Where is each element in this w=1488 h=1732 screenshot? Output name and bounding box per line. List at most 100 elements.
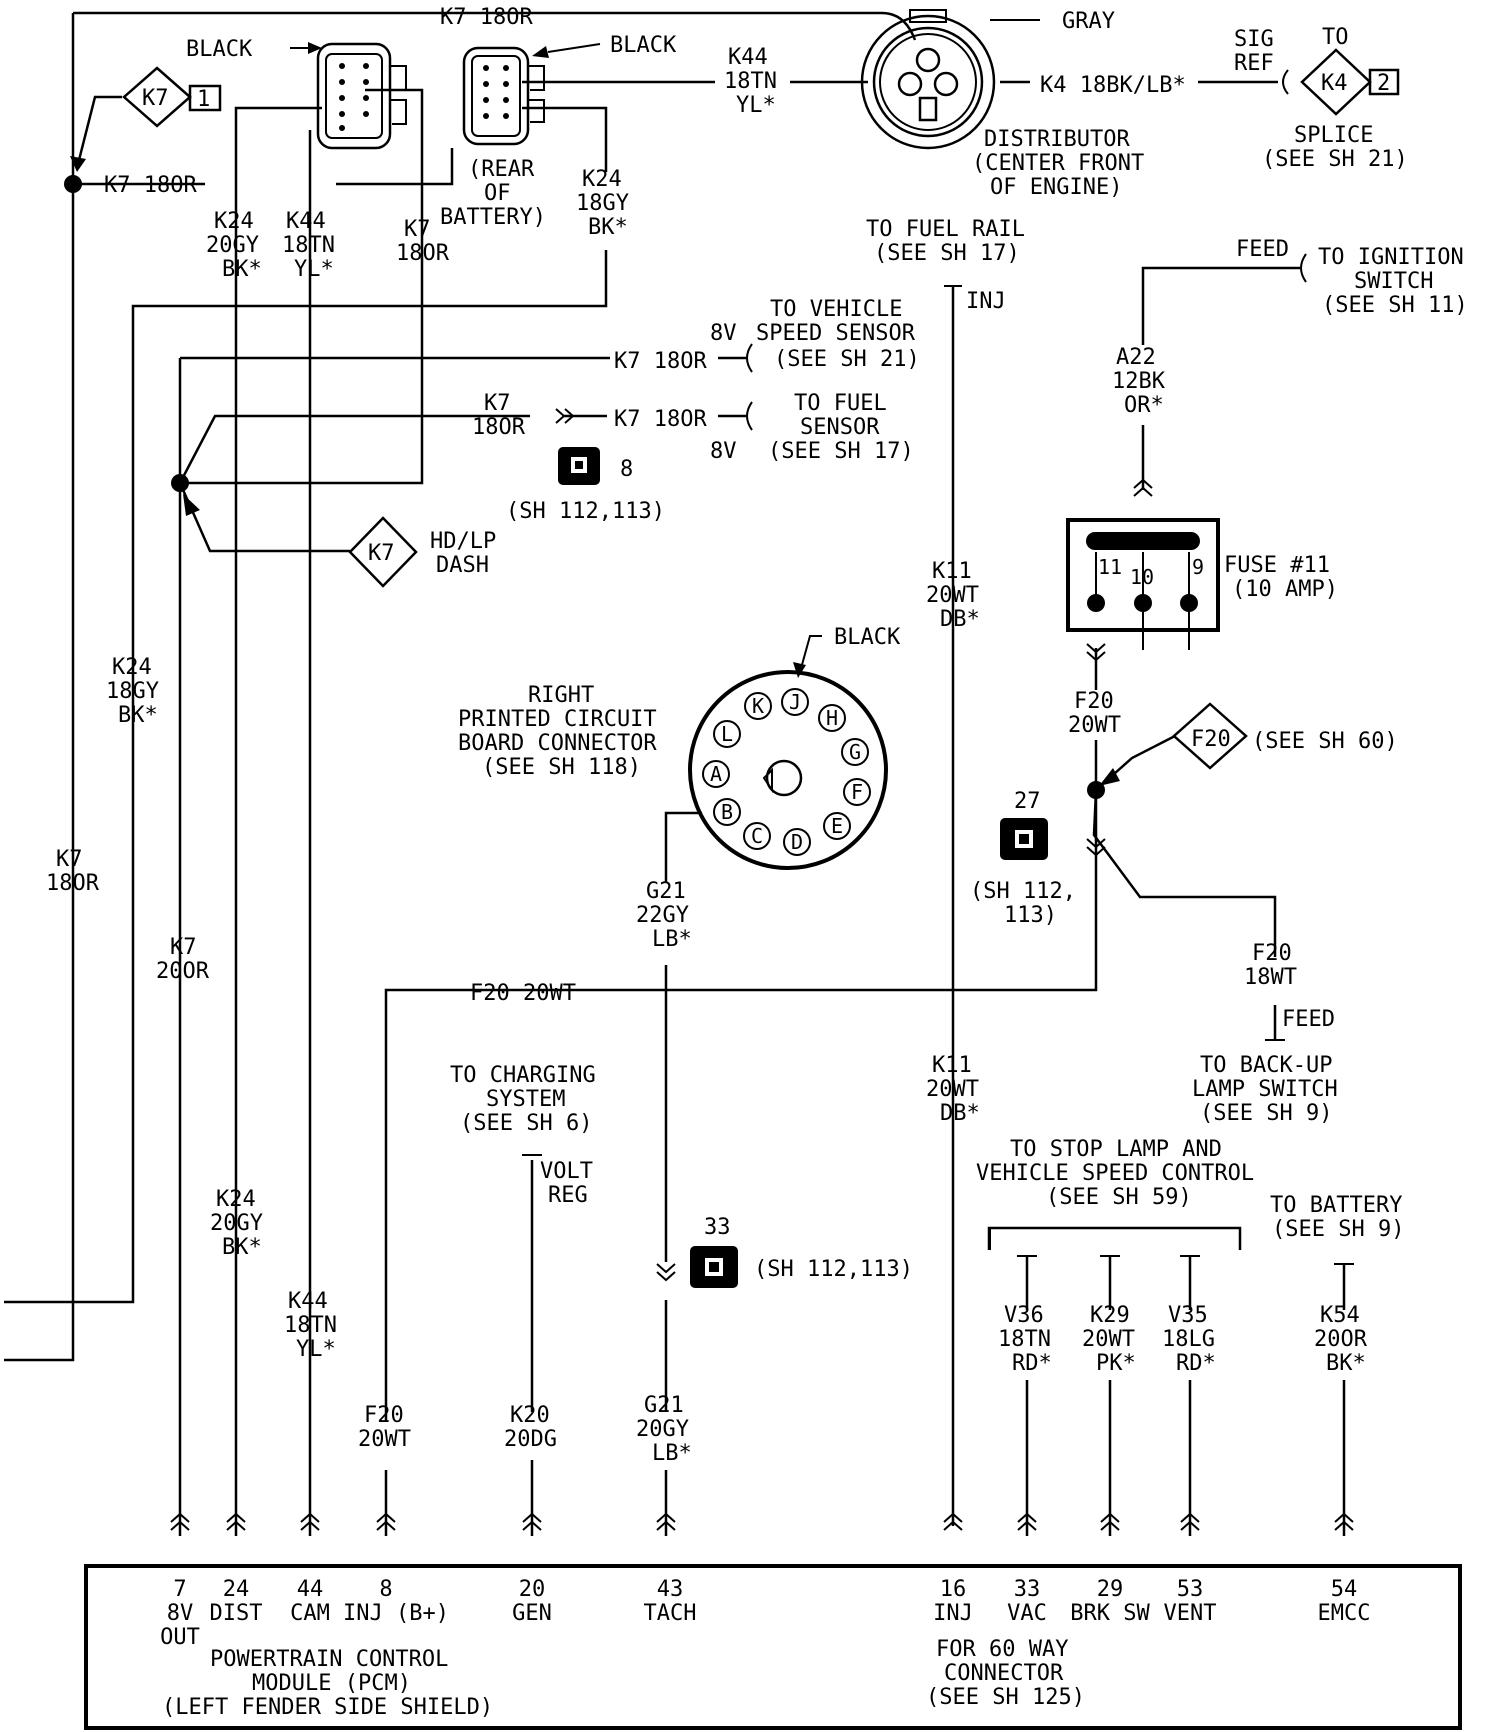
- charging-2: SYSTEM: [486, 1087, 565, 1112]
- charging-3: (SEE SH 6): [460, 1111, 592, 1136]
- pcm-pin-number: 43: [657, 1577, 684, 1602]
- pcb-pin-circle: [781, 688, 809, 716]
- fuse-pin-11: 11: [1098, 555, 1122, 579]
- inj-label: INJ: [966, 289, 1006, 314]
- k29-3: PK*: [1096, 1351, 1136, 1376]
- fuse-label-1: FUSE #11: [1224, 553, 1330, 578]
- pcm-pin-label: VAC: [1007, 1601, 1047, 1626]
- feed-b: FEED: [1282, 1007, 1335, 1032]
- k44-a-1: K44: [286, 209, 326, 234]
- hdlp-letter: K7: [368, 541, 395, 566]
- pcb-pin-letter: H: [826, 706, 838, 730]
- k11-a-2: 20WT: [926, 583, 979, 608]
- v35-3: RD*: [1176, 1351, 1216, 1376]
- hdlp-diamond: [348, 516, 418, 588]
- k11-a-3: DB*: [940, 607, 980, 632]
- v36-1: V36: [1004, 1303, 1044, 1328]
- distributor-color: GRAY: [1062, 9, 1115, 34]
- pcm-name-3: (LEFT FENDER SIDE SHIELD): [162, 1695, 493, 1720]
- fuse-pin-9: 9: [1192, 555, 1204, 579]
- to-battery-2: (SEE SH 9): [1272, 1217, 1404, 1242]
- pcb-pin-circle: [823, 812, 851, 840]
- backup-1: TO BACK-UP: [1200, 1053, 1332, 1078]
- conn33-ref: (SH 112,113): [754, 1257, 913, 1282]
- pcm-name-1: POWERTRAIN CONTROL: [210, 1647, 448, 1672]
- k4-letter: K4: [1321, 71, 1348, 96]
- connector-8-symbol: [558, 447, 600, 485]
- vss-text-2: SPEED SENSOR: [756, 321, 916, 346]
- k24-c-2: 18GY: [106, 679, 159, 704]
- pcb-pin-letter: A: [710, 762, 722, 786]
- k24-b-1: K24: [582, 167, 622, 192]
- pcm-pin-number: 16: [940, 1577, 967, 1602]
- k44-top-3: YL*: [736, 93, 776, 118]
- v35-1: V35: [1168, 1303, 1208, 1328]
- pcb-pin-letter: J: [789, 690, 801, 714]
- k44-a-2: 18TN: [282, 233, 335, 258]
- vss-wire: K7 18OR: [614, 349, 707, 374]
- distributor-connector: [860, 9, 996, 150]
- pcm-box: [84, 1564, 1462, 1730]
- conn33-num: 33: [704, 1215, 731, 1240]
- rear-battery-2: OF: [484, 181, 511, 206]
- stop-lamp-1: TO STOP LAMP AND: [1010, 1137, 1222, 1162]
- k24-a-3: BK*: [222, 257, 262, 282]
- pcb-pin-circle: [843, 778, 871, 806]
- pcb-pin-circle: [713, 798, 741, 826]
- a22-3: OR*: [1124, 393, 1164, 418]
- pcm-pin-label: CAM: [290, 1601, 330, 1626]
- fuel-volt: 8V: [710, 439, 737, 464]
- rear-battery-1: (REAR: [468, 157, 535, 182]
- fuse-11: [1066, 518, 1220, 650]
- v36-2: 18TN: [998, 1327, 1051, 1352]
- pcb-pin-letter: E: [831, 814, 843, 838]
- pcb-pin-letter: F: [851, 780, 863, 804]
- stop-lamp-2: VEHICLE SPEED CONTROL: [976, 1161, 1254, 1186]
- wires: [4, 11, 1346, 1536]
- feed-top: FEED: [1236, 237, 1289, 262]
- arrows: [70, 19, 1120, 786]
- pcm-pin-number: 8: [379, 1577, 392, 1602]
- k29-1: K29: [1090, 1303, 1130, 1328]
- k7-main-wire: K7 18OR: [104, 173, 197, 198]
- vss-volt: 8V: [710, 321, 737, 346]
- k4-diamond-splice: [1300, 48, 1400, 116]
- connector-27-symbol: [1000, 818, 1048, 860]
- k24-d-2: 20GY: [210, 1211, 263, 1236]
- a22-2: 12BK: [1112, 369, 1166, 394]
- k24-b-2: 18GY: [576, 191, 629, 216]
- conn8-num: 8: [620, 457, 633, 482]
- ign-switch-1: TO IGNITION: [1318, 245, 1464, 270]
- k4-to: TO: [1322, 25, 1349, 50]
- labels: K7 18OR K7 1 K7 18OR BLACK BLACK (REAR O…: [46, 5, 1468, 1466]
- fuel-text-3: (SEE SH 17): [768, 439, 914, 464]
- g21-b-1: G21: [644, 1393, 684, 1418]
- k4-splice-2: (SEE SH 21): [1262, 147, 1408, 172]
- pcm-pin-number: 20: [519, 1577, 546, 1602]
- conn-left-color: BLACK: [186, 37, 253, 62]
- pcb-pin-letter: L: [721, 722, 733, 746]
- pcb-pin-letter: B: [721, 800, 733, 824]
- distributor-2: (CENTER FRONT: [972, 151, 1144, 176]
- fuel-rail-2: (SEE SH 17): [874, 241, 1020, 266]
- k4-splice-1: SPLICE: [1294, 123, 1373, 148]
- k44-top-1: K44: [728, 45, 768, 70]
- pcm-name-2: MODULE (PCM): [252, 1671, 411, 1696]
- k7-diamond-splice: [122, 66, 222, 128]
- charging-1: TO CHARGING: [450, 1063, 596, 1088]
- conn27-ref-1: (SH 112,: [970, 879, 1076, 904]
- pcb-connector: [688, 670, 888, 870]
- k11-b-2: 20WT: [926, 1077, 979, 1102]
- k44-b-2: 18TN: [284, 1313, 337, 1338]
- pcb-title-4: (SEE SH 118): [482, 755, 641, 780]
- k44-top-2: 18TN: [724, 69, 777, 94]
- pcb-pin-letter: K: [752, 694, 764, 718]
- f20-b-2: 18WT: [1244, 965, 1297, 990]
- k44-b-3: YL*: [296, 1337, 336, 1362]
- sig-ref-1: SIG: [1234, 27, 1274, 52]
- g21-b-3: LB*: [652, 1441, 692, 1466]
- pcm-pin-number: 7: [173, 1577, 186, 1602]
- g21-a-1: G21: [646, 879, 686, 904]
- backup-3: (SEE SH 9): [1200, 1101, 1332, 1126]
